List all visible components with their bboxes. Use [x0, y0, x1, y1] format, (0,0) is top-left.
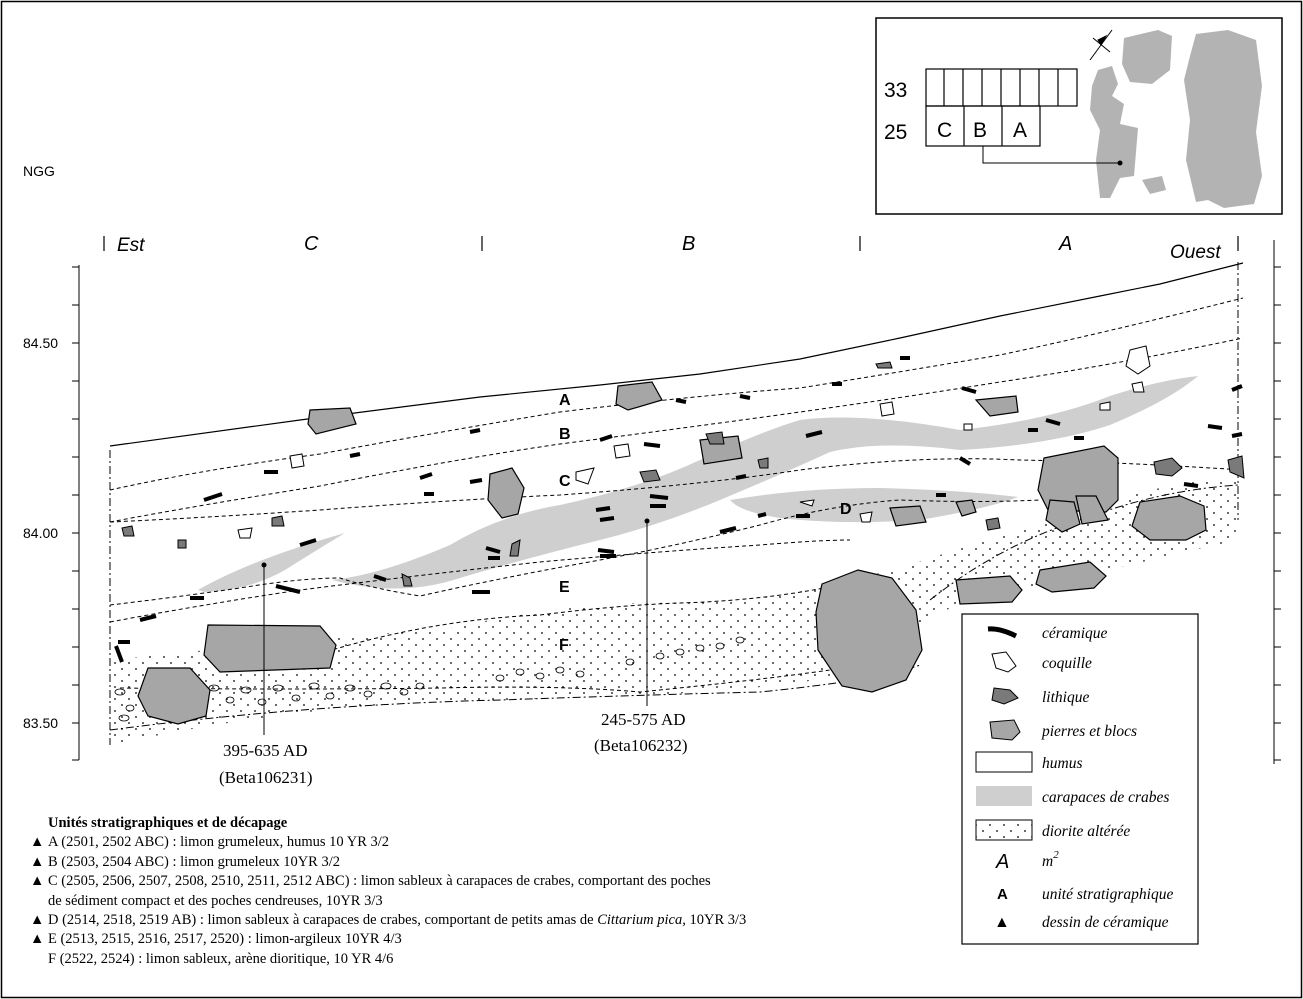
legend-label-stone: pierres et blocs — [1041, 723, 1137, 740]
legend-shell-icon — [991, 651, 1017, 673]
unit-row-e: ▲E (2513, 2515, 2516, 2517, 2520) : limo… — [30, 930, 1030, 949]
legend-label-shell: coquille — [1042, 655, 1092, 672]
elevation-label-8400: 84.00 — [23, 525, 58, 541]
unit-text-d: D (2514, 2518, 2519 AB) : limon sableux … — [48, 912, 598, 929]
legend-unit-glyph: A — [997, 886, 1008, 903]
inset-row-label-25: 25 — [884, 121, 907, 144]
layer-label-c: C — [559, 473, 571, 490]
date-range-1: 395-635 AD — [223, 741, 308, 760]
inset-row-label-33: 33 — [884, 79, 907, 102]
site-label: NGG — [23, 163, 55, 179]
diorite-zone — [110, 478, 1238, 745]
legend-label-humus: humus — [1042, 755, 1082, 772]
unit-row-d: ▲D (2514, 2518, 2519 AB) : limon sableux… — [30, 911, 1030, 930]
triangle-icon: ▲ — [30, 853, 45, 870]
unit-text-c: C (2505, 2506, 2507, 2508, 2510, 2511, 2… — [48, 873, 711, 890]
unit-row-c: ▲C (2505, 2506, 2507, 2508, 2510, 2511, … — [30, 872, 1030, 891]
unit-text-d-after: 10YR 3/3 — [685, 912, 747, 929]
ceramic-sherds — [114, 356, 1243, 663]
inset-excavation-plan — [1090, 30, 1262, 208]
legend-stone-icon — [989, 719, 1021, 741]
west-label: Ouest — [1170, 242, 1221, 263]
unit-text-b: B (2503, 2504 ABC) : limon grumeleux 10Y… — [48, 853, 341, 870]
unit-row-a: ▲A (2501, 2502 ABC) : limon grumeleux, h… — [30, 833, 1030, 852]
triangle-icon: ▲ — [30, 873, 45, 890]
legend-label-ceramic: céramique — [1042, 625, 1108, 642]
legend-ceramic-icon — [987, 626, 1018, 639]
unit-row-c-cont: de sédiment compact et des poches cendre… — [30, 892, 1030, 911]
unit-row-f: F (2522, 2524) : limon sableux, arène di… — [30, 950, 1030, 969]
date-lab-2: (Beta106232) — [594, 736, 687, 755]
square-label-c: C — [304, 233, 319, 255]
layer-label-f: F — [559, 637, 569, 654]
stones — [137, 381, 1207, 725]
section-profile: A B C D E F 395-635 AD (Beta106231) 245-… — [109, 262, 1245, 787]
square-label-b: B — [682, 233, 695, 255]
layer-label-d: D — [840, 501, 852, 518]
legend-triangle-glyph: ▲ — [994, 914, 1010, 931]
legend-label-square: m2 — [1042, 849, 1059, 870]
legend-label-diorite: diorite altérée — [1042, 823, 1130, 840]
legend: A A ▲ céramique coquille lithique pierre… — [961, 613, 1199, 945]
legend-crab-swatch — [976, 786, 1032, 806]
layer-label-e: E — [559, 579, 570, 596]
inset-square-c: C — [937, 119, 952, 142]
legend-humus-swatch — [975, 751, 1033, 773]
layer-label-a: A — [559, 392, 571, 409]
shells — [237, 345, 1151, 539]
gravel-band — [114, 636, 745, 722]
units-title: Unités stratigraphiques et de décapage — [48, 815, 288, 831]
east-label: Est — [117, 235, 145, 256]
inset-leader-line — [982, 146, 1120, 164]
triangle-icon: ▲ — [30, 912, 45, 929]
inset-map: 33 25 C B A — [875, 17, 1283, 215]
unit-text-a: A (2501, 2502 ABC) : limon grumeleux, hu… — [48, 834, 390, 851]
north-arrow-icon — [1089, 29, 1113, 61]
elevation-scale-right — [1273, 240, 1281, 764]
unit-row-b: ▲B (2503, 2504 ABC) : limon grumeleux 10… — [30, 853, 1030, 872]
lithic-pieces — [121, 361, 1245, 587]
ground-surface — [109, 262, 1244, 447]
stratigraphic-units-list: Unités stratigraphiques et de décapage ▲… — [30, 814, 1030, 969]
legend-label-crab: carapaces de crabes — [1042, 789, 1169, 806]
elevation-label-8450: 84.50 — [23, 335, 58, 351]
inset-square-a: A — [1013, 119, 1027, 142]
date-range-2: 245-575 AD — [601, 710, 686, 729]
legend-label-unit: unité stratigraphique — [1042, 886, 1173, 903]
unit-text-f: F (2522, 2524) : limon sableux, arène di… — [48, 950, 394, 967]
square-header: Est Ouest C B A — [103, 233, 1239, 263]
elevation-label-8350: 83.50 — [23, 715, 58, 731]
square-label-a: A — [1058, 233, 1072, 255]
triangle-icon: ▲ — [30, 834, 45, 851]
layer-label-b: B — [559, 426, 571, 443]
legend-diorite-swatch — [975, 819, 1033, 841]
unit-text-d-species: Cittarium pica, — [597, 912, 686, 929]
legend-label-lithic: lithique — [1042, 689, 1089, 706]
unit-text-e: E (2513, 2515, 2516, 2517, 2520) : limon… — [48, 931, 402, 948]
unit-text-c-cont: de sédiment compact et des poches cendre… — [48, 892, 383, 909]
legend-label-triangle: dessin de céramique — [1042, 914, 1169, 931]
date-lab-1: (Beta106231) — [219, 768, 312, 787]
legend-square-glyph: A — [995, 851, 1009, 873]
legend-lithic-icon — [991, 687, 1019, 705]
triangle-icon: ▲ — [30, 931, 45, 948]
layer-boundaries-dashdot — [109, 262, 1239, 745]
elevation-scale-left — [72, 265, 80, 761]
inset-square-b: B — [973, 119, 987, 142]
